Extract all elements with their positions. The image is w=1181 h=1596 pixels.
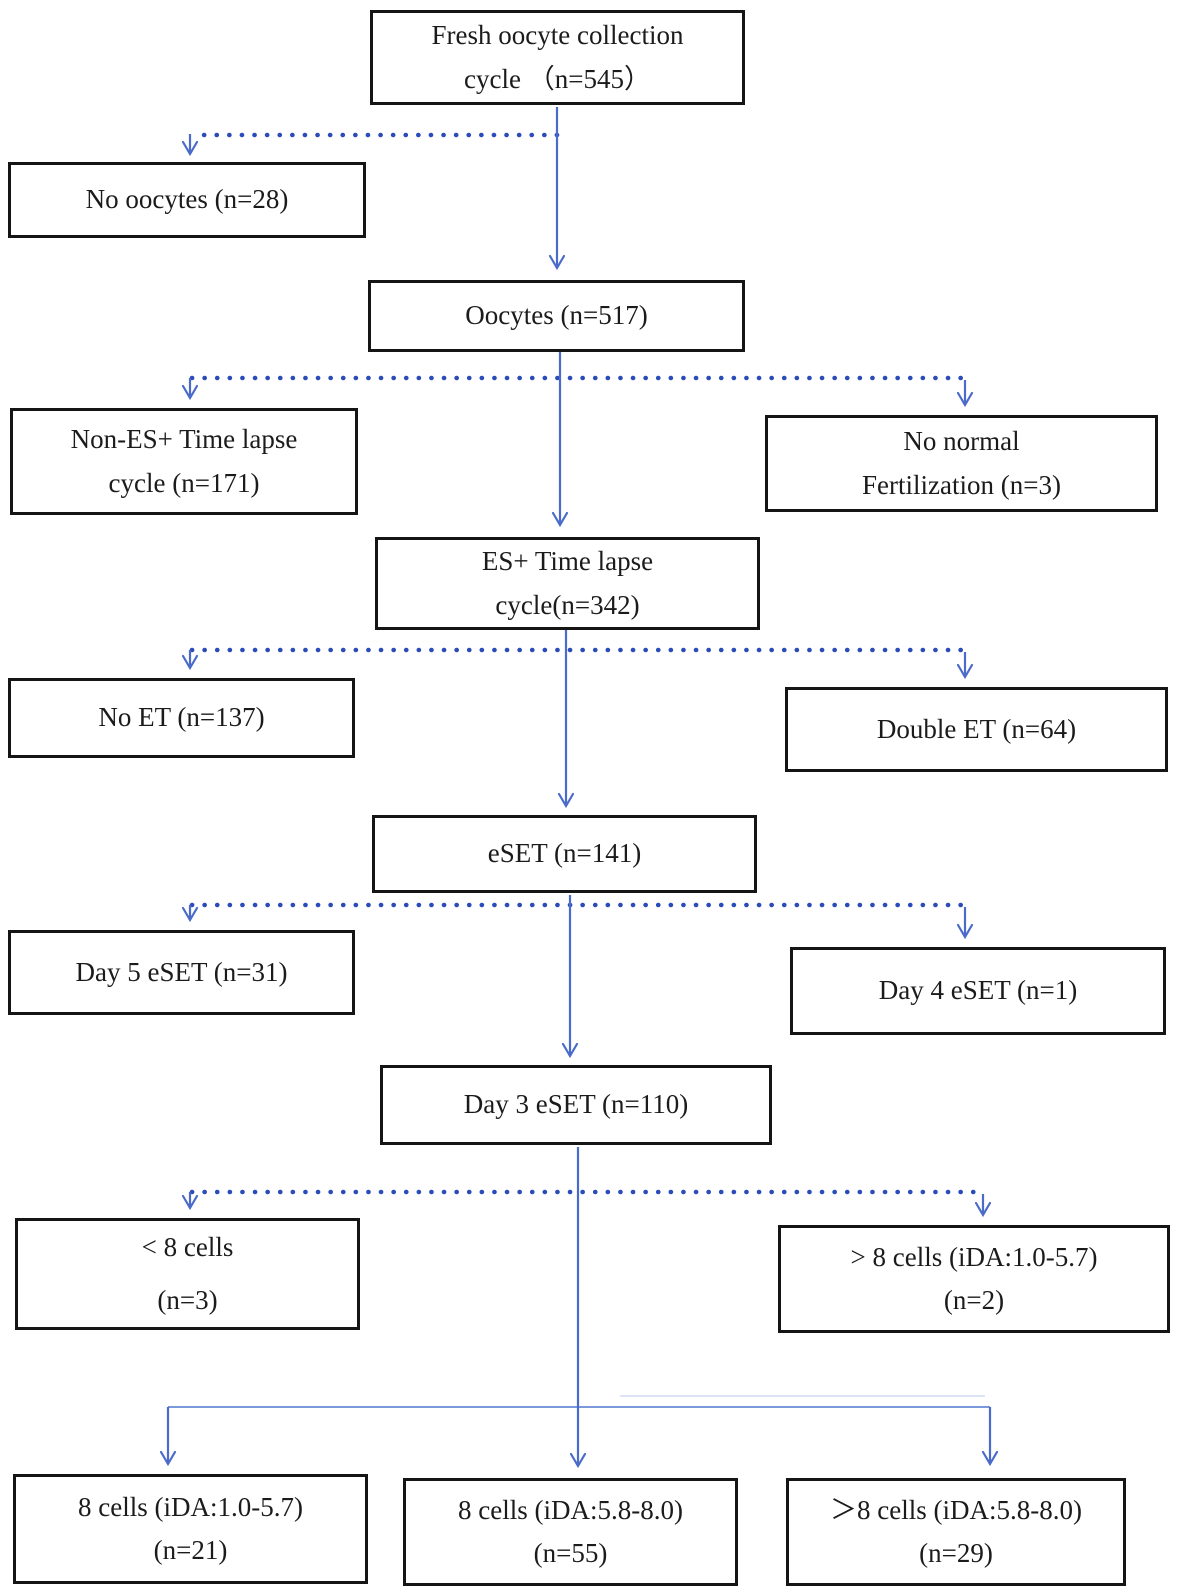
flow-box-line: Day 4 eSET (n=1) [878, 975, 1078, 1006]
flow-box-line: Non-ES+ Time lapse [70, 424, 298, 455]
flow-box-line: 8 cells (iDA:1.0-5.7) [78, 1491, 303, 1522]
flow-box-non-es-time-lapse: Non-ES+ Time lapse cycle (n=171) [10, 408, 358, 515]
flow-box-line: Fresh oocyte collection [431, 20, 684, 51]
flow-box-line: > 8 cells (iDA:1.0-5.7) [850, 1241, 1098, 1272]
flow-box-more-than-8-cells-ida-low: > 8 cells (iDA:1.0-5.7) (n=2) [778, 1225, 1170, 1333]
flow-box-no-oocytes: No oocytes (n=28) [8, 162, 366, 238]
flow-box-line: Double ET (n=64) [876, 713, 1077, 744]
flow-box-line: eSET (n=141) [487, 838, 642, 869]
flow-box-day4-eset: Day 4 eSET (n=1) [790, 947, 1166, 1035]
flow-box-day5-eset: Day 5 eSET (n=31) [8, 930, 355, 1015]
flow-box-oocytes: Oocytes (n=517) [368, 280, 745, 352]
flow-box-line: Oocytes (n=517) [465, 300, 648, 331]
flow-box-more-than-8-cells-ida-high: ＞8 cells (iDA:5.8-8.0) (n=29) [786, 1478, 1126, 1586]
flow-box-line: (n=3) [157, 1285, 218, 1315]
flow-box-no-normal-fertilization: No normal Fertilization (n=3) [765, 415, 1158, 512]
flow-box-line: No oocytes (n=28) [85, 184, 289, 215]
flow-box-line: cycle (n=171) [108, 467, 260, 498]
flow-box-line: (n=29) [919, 1538, 993, 1568]
flow-box-line: No ET (n=137) [98, 702, 265, 733]
flow-box-line: 8 cells (iDA:5.8-8.0) [458, 1494, 683, 1525]
flow-box-line: ES+ Time lapse [481, 546, 654, 577]
flow-box-line: (n=2) [943, 1285, 1005, 1315]
flow-box-no-et: No ET (n=137) [8, 678, 355, 758]
flow-box-line: ＞8 cells (iDA:5.8-8.0) [830, 1494, 1082, 1525]
flow-box-less-than-8-cells: < 8 cells (n=3) [15, 1218, 360, 1330]
flow-box-line: (n=21) [153, 1535, 228, 1565]
flow-box-line: < 8 cells [141, 1232, 234, 1263]
flow-box-line: No normal [903, 426, 1020, 457]
flow-box-line: Day 3 eSET (n=110) [463, 1089, 689, 1120]
flow-box-double-et: Double ET (n=64) [785, 687, 1168, 772]
flow-box-day3-eset: Day 3 eSET (n=110) [380, 1065, 772, 1145]
flow-box-es-time-lapse: ES+ Time lapse cycle(n=342) [375, 537, 760, 630]
flow-box-8-cells-ida-high: 8 cells (iDA:5.8-8.0) (n=55) [403, 1478, 738, 1586]
flow-box-line: Fertilization (n=3) [862, 469, 1061, 500]
flow-box-eset: eSET (n=141) [372, 815, 757, 893]
flow-box-line: Day 5 eSET (n=31) [75, 956, 288, 987]
flow-box-line: cycle （n=545） [464, 63, 651, 94]
flow-box-fresh-oocyte-collection: Fresh oocyte collection cycle （n=545） [370, 10, 745, 105]
flow-box-8-cells-ida-low: 8 cells (iDA:1.0-5.7) (n=21) [13, 1474, 368, 1584]
flow-box-line: (n=55) [533, 1538, 608, 1568]
flow-box-line: cycle(n=342) [495, 589, 640, 620]
